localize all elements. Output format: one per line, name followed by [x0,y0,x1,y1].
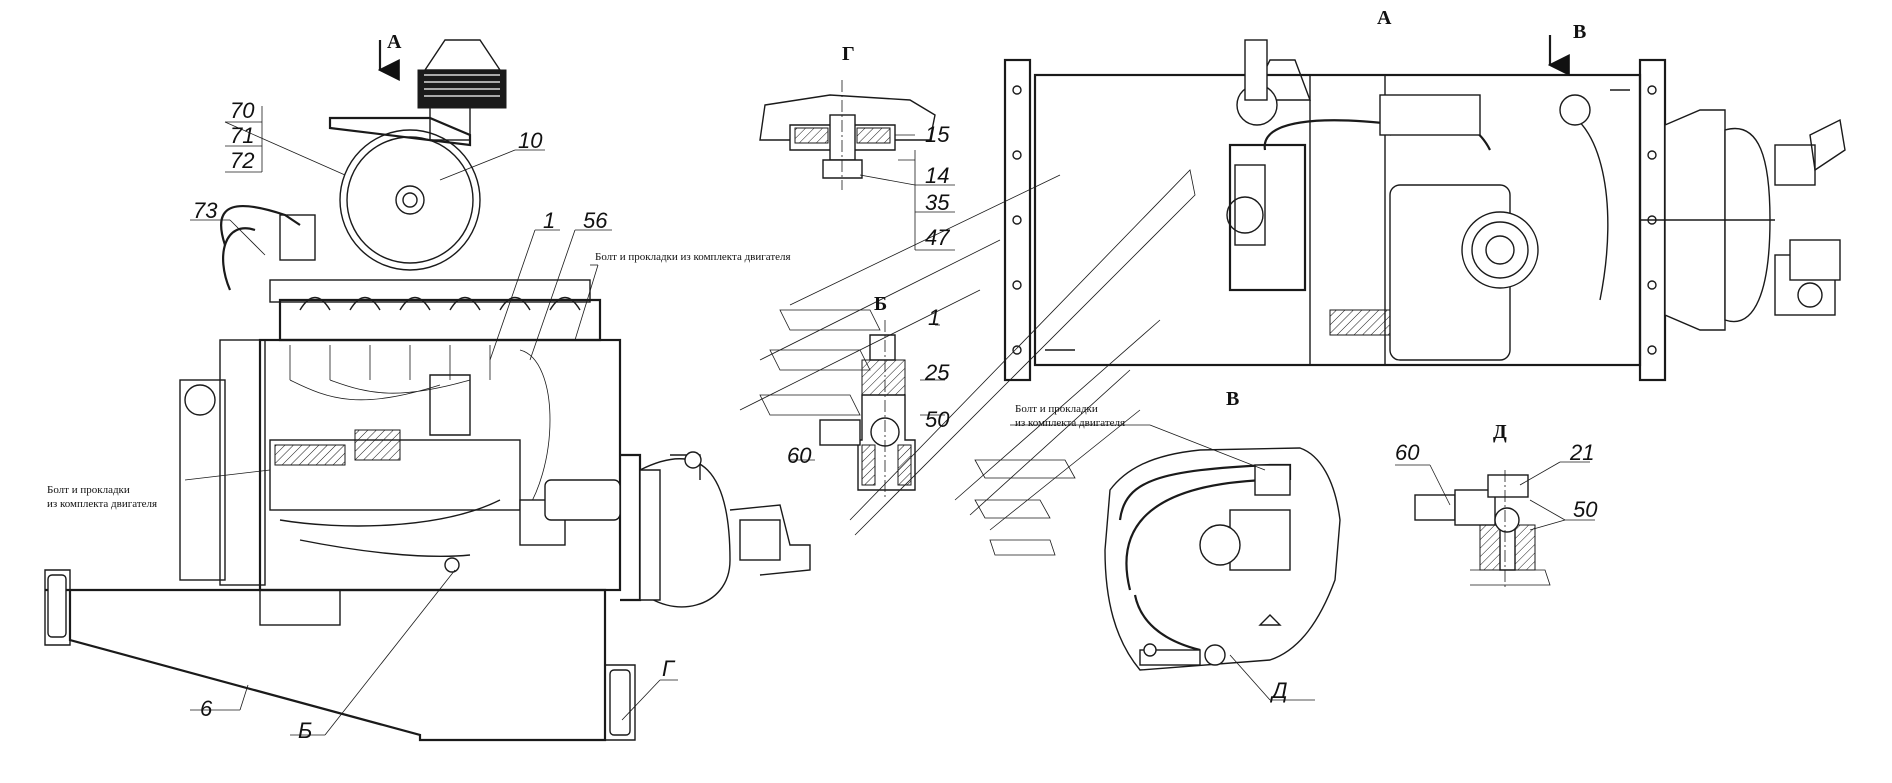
intake-cap [423,39,502,71]
callout-d21: 21 [1569,440,1594,465]
callout-73: 73 [193,198,218,223]
top-view-a [1003,35,1846,382]
note-bolt-main: Болт и прокладки из комплекта двигателя [595,251,791,263]
rear-support [609,669,631,736]
view-label-b: Б [874,293,887,315]
air-cleaner [339,129,481,271]
starter [544,479,621,521]
callout-6: 6 [200,696,213,721]
detail-view-v [1010,424,1341,701]
exhaust-manifold [278,298,602,342]
front-support [44,569,71,646]
labels: А А В Г Б В Д Болт и прокладки из компле… [47,7,1598,743]
note-bolt-left-line2: из комплекта двигателя [47,498,157,510]
callout-71: 71 [230,123,254,148]
engine-side-view [44,39,811,742]
note-bolt-left-line1: Болт и прокладки [47,484,130,496]
callout-56: 56 [583,208,608,233]
callout-72: 72 [230,148,254,173]
callout-b50: 50 [925,407,950,432]
callout-b60: 60 [787,443,812,468]
note-bolt-v-line1: Болт и прокладки [1015,403,1098,415]
callout-g15: 15 [925,122,950,147]
callout-10: 10 [518,128,543,153]
callout-b-ref: Б [298,718,312,743]
callout-b25: 25 [924,360,950,385]
detail-view-d [1395,461,1595,590]
callout-g14: 14 [925,163,949,188]
view-label-a-main: А [387,31,402,53]
view-label-d: Д [1493,421,1507,443]
callout-d50: 50 [1573,497,1598,522]
callout-d-ref: Д [1269,678,1288,703]
callout-1: 1 [543,208,555,233]
callout-70: 70 [230,98,255,123]
callout-g47: 47 [925,225,950,250]
section-view-b [790,320,945,500]
view-label-g: Г [842,43,855,65]
note-bolt-v-line2: из комплекта двигателя [1015,417,1125,429]
view-label-v: В [1226,388,1239,410]
callout-d60: 60 [1395,440,1420,465]
projection-guides [739,169,1196,556]
main-leaders [184,106,678,736]
view-label-a-top: А [1377,7,1392,29]
callout-b1: 1 [928,305,940,330]
callout-g35: 35 [925,190,950,215]
section-view-g [759,80,955,251]
view-label-v-top: В [1573,21,1586,43]
callout-g-ref: Г [662,656,676,681]
